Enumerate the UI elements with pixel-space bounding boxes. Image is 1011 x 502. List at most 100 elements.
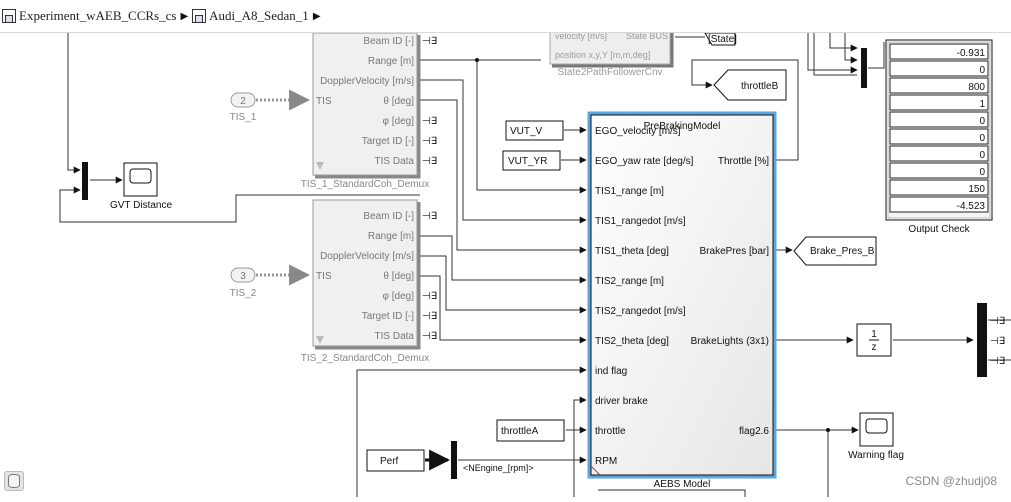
aebs-out-throttle: Throttle [%] [718,156,769,167]
tis1-out-theta: θ [deg] [383,96,414,107]
output-check-value: -4.523 [957,201,986,212]
breadcrumb-item-subsystem[interactable]: Audi_A8_Sedan_1 [192,8,309,24]
subsystem-icon [192,9,207,23]
output-check-cell [889,111,989,128]
output-mux[interactable] [861,48,867,88]
tis2-inport[interactable]: 3 TIS_2 [230,264,311,299]
output-check-cell [889,43,989,60]
output-check-value: 0 [979,150,985,161]
tis1-inport-label: TIS_1 [230,112,257,123]
aebs-out-brakelights: BrakeLights (3x1) [691,336,769,347]
junction-dots [475,58,830,432]
output-check-cell [889,196,989,213]
unit-delay-num: 1 [871,329,877,340]
perf-label: Perf [380,456,399,467]
throttleA-from[interactable]: throttleA [496,419,565,442]
tis2-demux-in-label: TIS [316,271,332,282]
perf-from[interactable]: Perf [366,449,451,472]
tis1-out-tisdata: TIS Data [375,156,415,167]
tis2-out-tisdata: TIS Data [375,331,415,342]
tis2-inport-num: 3 [240,271,246,282]
state-goto-label: [State] [708,34,737,45]
tis2-out-targetid: Target ID [-] [362,311,414,322]
tis2-out-range: Range [m] [368,231,414,242]
aebs-in-driver-brake: driver brake [595,396,648,407]
tis1-out-doppler: DopplerVelocity [m/s] [320,76,414,87]
tis2-terminators: ⊣∃ ⊣∃ ⊣∃ ⊣∃ [422,211,437,342]
down-arrow-icon [316,162,324,170]
output-check-cell [889,162,989,179]
aebs-in-tis2-rangedot: TIS2_rangedot [m/s] [595,306,686,317]
gvt-distance-label: GVT Distance [110,200,172,211]
tis1-demux-name: TIS_1_StandardCoh_Demux [301,179,429,190]
output-check-value: 0 [979,167,985,178]
output-check-value: 800 [968,82,985,93]
tis1-out-phi: φ [deg] [382,116,414,127]
breadcrumb-arrow-icon: ▶ [312,10,321,22]
aebs-in-tis1-range: TIS1_range [m] [595,186,664,197]
svg-text:⊣∃: ⊣∃ [422,331,437,342]
down-arrow-icon [316,336,324,344]
breadcrumb-item-model[interactable]: Experiment_wAEB_CCRs_cs [2,8,176,24]
output-check-cell [889,145,989,162]
state2path-line2: position x,y,Y [m,m,deg] [555,50,650,60]
svg-text:⊣∃: ⊣∃ [990,316,1005,327]
output-check-value: 1 [979,99,985,110]
svg-text:⊣∃: ⊣∃ [422,291,437,302]
output-check-cell [889,94,989,111]
aebs-name: AEBS Model [654,479,711,490]
gvt-mux[interactable] [82,162,88,200]
tis1-inport-num: 2 [240,96,246,107]
state2path-line1b: State BUS [626,33,668,41]
breadcrumb: Experiment_wAEB_CCRs_cs ▶ Audi_A8_Sedan_… [0,0,1011,33]
throttleA-label: throttleA [501,426,539,437]
tis1-demux-in-label: TIS [316,96,332,107]
aebs-in-ego-yaw: EGO_yaw rate [deg/s] [595,156,694,167]
tis1-inport[interactable]: 2 TIS_1 [230,89,311,123]
brake-pres-goto[interactable]: Brake_Pres_B [793,236,877,266]
unit-delay-block[interactable]: 1 z [856,323,892,357]
aebs-in-ind-flag: ind flag [595,366,627,377]
throttleB-label: throttleB [741,81,779,92]
nengine-signal-label: <NEngine_[rpm]> [463,463,534,473]
tis1-out-targetid: Target ID [-] [362,136,414,147]
throttleB-goto[interactable]: throttleB [713,69,787,101]
vut-yr-label: VUT_YR [508,156,547,167]
bus-selector[interactable]: <NEngine_[rpm]> [451,441,534,479]
vut-yr-from[interactable]: VUT_YR [502,150,561,171]
aebs-model-block[interactable]: PreBrakingModel EGO_velocity [m/s] EGO_y… [587,111,777,490]
brakelights-demux[interactable]: ⊣∃ ⊣∃ ⊣∃ [977,303,1005,377]
warning-flag-label: Warning flag [848,450,904,461]
tis1-out-beamid: Beam ID [-] [363,36,414,47]
output-check-value: 0 [979,133,985,144]
vut-v-label: VUT_V [510,126,543,137]
state2path-line1: velocity [m/s] [555,33,607,41]
output-check-label: Output Check [908,224,970,235]
brake-pres-label: Brake_Pres_B [810,246,875,257]
tis2-inport-label: TIS_2 [230,288,257,299]
tis1-demux-block[interactable]: TIS Beam ID [-] Range [m] DopplerVelocit… [301,32,429,190]
aebs-in-tis2-theta: TIS2_theta [deg] [595,336,669,347]
signal-lines [59,33,1011,497]
diagram-canvas[interactable]: velocity [m/s] State BUS position x,y,Y … [0,25,1011,497]
database-icon[interactable] [4,471,24,491]
breadcrumb-label: Audi_A8_Sedan_1 [209,8,309,23]
output-check-cell [889,77,989,94]
tis2-out-beamid: Beam ID [-] [363,211,414,222]
aebs-in-ego-velocity: EGO_velocity [m/s] [595,126,681,137]
aebs-out-brakepres: BrakePres [bar] [700,246,770,257]
svg-text:⊣∃: ⊣∃ [422,311,437,322]
vut-v-from[interactable]: VUT_V [505,120,564,141]
state2path-block[interactable]: velocity [m/s] State BUS position x,y,Y … [549,25,674,78]
tis2-demux-name: TIS_2_StandardCoh_Demux [301,353,429,364]
output-check-value: 0 [979,65,985,76]
state-goto-block[interactable]: [State] [704,32,737,46]
svg-text:⊣∃: ⊣∃ [422,211,437,222]
tis2-demux-block[interactable]: TIS Beam ID [-] Range [m] DopplerVelocit… [301,199,429,364]
breadcrumb-label: Experiment_wAEB_CCRs_cs [19,8,177,23]
warning-flag-scope[interactable]: Warning flag [848,412,904,461]
svg-text:⊣∃: ⊣∃ [422,36,437,47]
gvt-distance-scope[interactable]: GVT Distance [110,162,172,211]
output-check-cell [889,60,989,77]
